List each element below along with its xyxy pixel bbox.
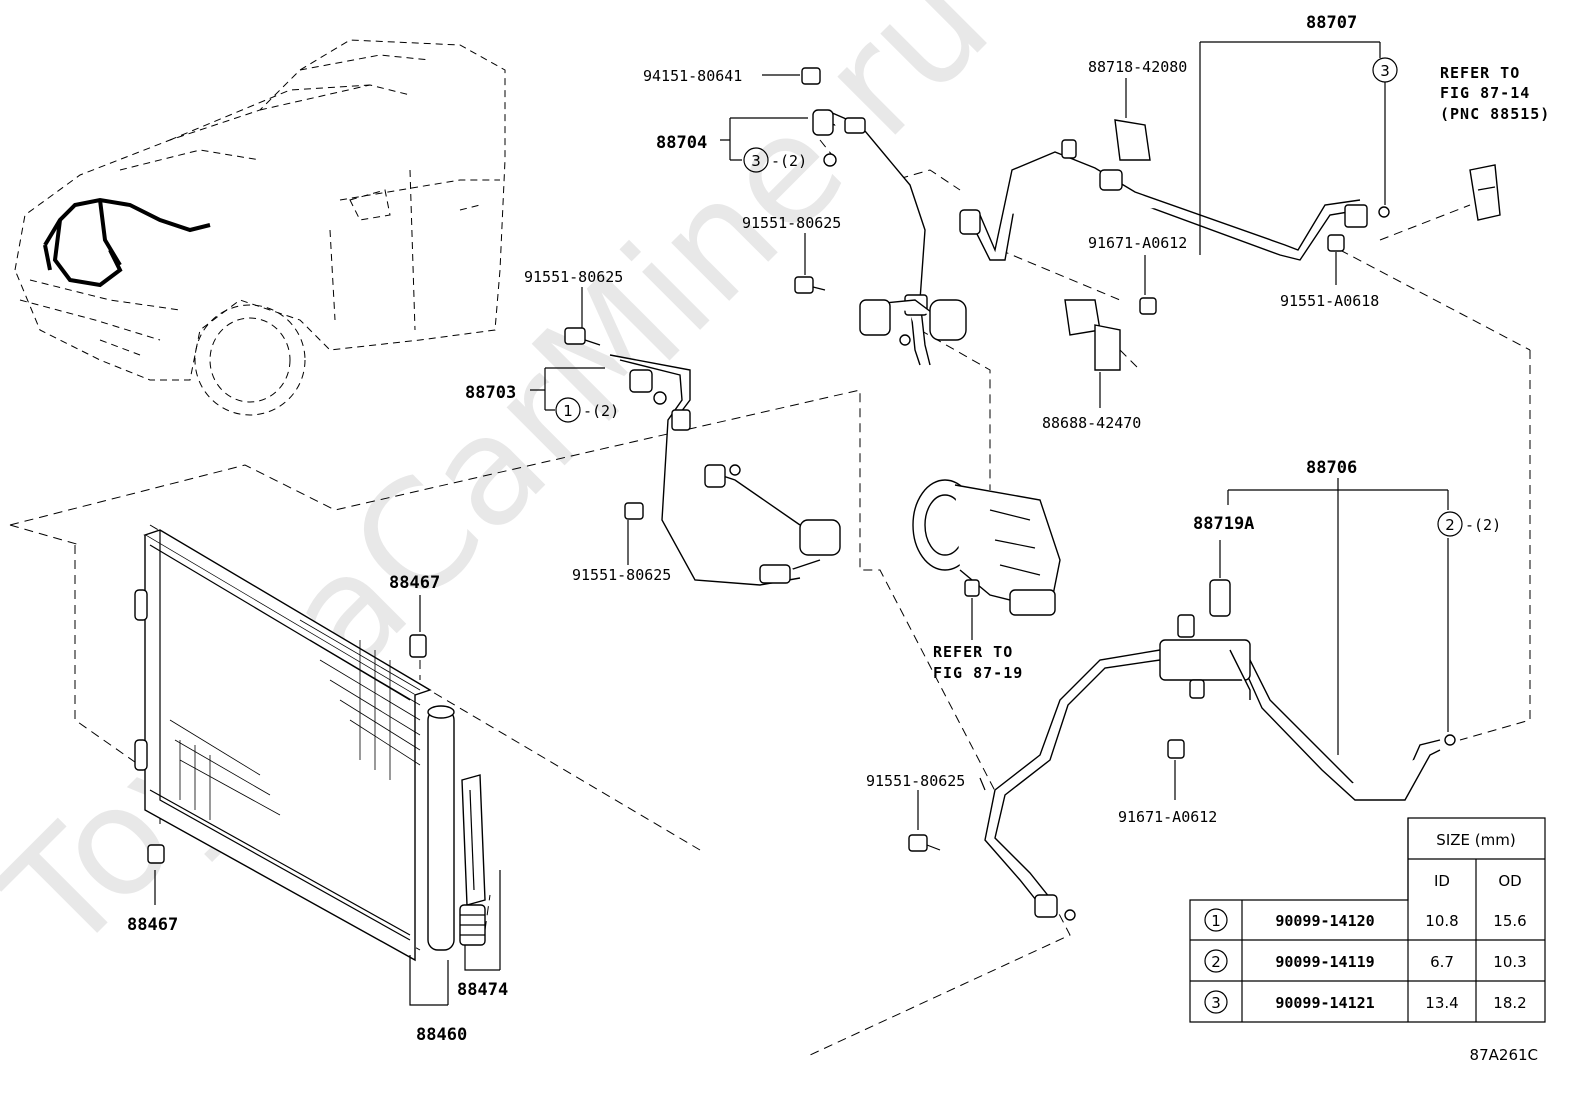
clamps — [1064, 119, 1151, 371]
label-94151-80641: 94151-80641 — [643, 67, 742, 85]
row1-part: 90099-14120 — [1275, 912, 1374, 930]
label-91551-a0618: 91551-A0618 — [1280, 292, 1379, 310]
refer-fig-87-19-line2: FIG 87-19 — [933, 664, 1023, 682]
circle-mark-3-88707 — [1372, 57, 1398, 83]
row2-part: 90099-14119 — [1275, 953, 1374, 971]
label-88718-42080: 88718-42080 — [1088, 58, 1187, 76]
label-88474: 88474 — [457, 980, 508, 1000]
circle-mark-3-88704 — [743, 147, 769, 173]
row1-mark: 1 — [1211, 912, 1221, 930]
c3-88704-num: 3 — [751, 152, 761, 170]
bolts — [564, 67, 1345, 852]
hose-88707 — [959, 139, 1390, 261]
label-91671-a0612-a: 91671-A0612 — [1088, 234, 1187, 252]
hose-88706 — [984, 579, 1456, 921]
label-88719a: 88719A — [1193, 514, 1254, 534]
label-91551-80625-b: 91551-80625 — [524, 268, 623, 286]
part-labels: 88707 88718-42080 REFER TO FIG 87-14 (PN… — [127, 13, 1550, 1045]
circle-mark-1-88703 — [555, 397, 581, 423]
label-88704: 88704 — [656, 133, 707, 153]
size-table-col-id: ID — [1434, 872, 1450, 890]
expansion-valve — [1469, 164, 1501, 221]
callout-circle-numbers: 3 1 3 2 — [563, 62, 1455, 534]
callout-circles — [555, 57, 1463, 537]
row2-od: 10.3 — [1493, 953, 1526, 971]
row3-id: 13.4 — [1425, 994, 1458, 1012]
row3-od: 18.2 — [1493, 994, 1526, 1012]
label-88467-top: 88467 — [389, 573, 440, 593]
row3-part: 90099-14121 — [1275, 994, 1374, 1012]
figure-code: 87A261C — [1470, 1046, 1538, 1064]
label-88688-42470: 88688-42470 — [1042, 414, 1141, 432]
row1-od: 15.6 — [1493, 912, 1526, 930]
ac-pipe-highlight — [43, 197, 211, 288]
row3-mark: 3 — [1211, 994, 1221, 1012]
label-88467-bottom: 88467 — [127, 915, 178, 935]
row2-mark: 2 — [1211, 953, 1221, 971]
label-88706-qty: -(2) — [1465, 516, 1501, 534]
c2-88706-num: 2 — [1445, 516, 1455, 534]
refer-fig-87-14-line1: REFER TO — [1440, 64, 1520, 82]
vehicle-illustration — [14, 39, 506, 416]
label-91551-80625-d: 91551-80625 — [866, 772, 965, 790]
label-88706: 88706 — [1306, 458, 1357, 478]
label-88460: 88460 — [416, 1025, 467, 1045]
label-91551-80625-c: 91551-80625 — [572, 566, 671, 584]
circle-mark-2-88706 — [1437, 511, 1463, 537]
table-row: 3 90099-14121 13.4 18.2 — [1211, 994, 1526, 1012]
row2-id: 6.7 — [1430, 953, 1454, 971]
compressor — [912, 479, 1061, 616]
refer-fig-87-19-line1: REFER TO — [933, 643, 1013, 661]
hose-88704 — [812, 109, 967, 366]
label-88707: 88707 — [1306, 13, 1357, 33]
size-table-header: SIZE (mm) — [1436, 831, 1515, 849]
refer-fig-87-14-line2: FIG 87-14 — [1440, 84, 1530, 102]
hose-88703 — [609, 354, 841, 586]
label-91551-80625-a: 91551-80625 — [742, 214, 841, 232]
label-88704-qty: -(2) — [771, 152, 807, 170]
condenser-88460 — [134, 529, 486, 962]
c1-88703-num: 1 — [563, 402, 573, 420]
c3-88707-num: 3 — [1380, 62, 1390, 80]
refer-fig-87-14-line3: (PNC 88515) — [1440, 105, 1550, 123]
row1-id: 10.8 — [1425, 912, 1458, 930]
table-row: 1 90099-14120 10.8 15.6 — [1211, 912, 1526, 930]
label-88703: 88703 — [465, 383, 516, 403]
table-row: 2 90099-14119 6.7 10.3 — [1211, 953, 1526, 971]
leader-lines — [154, 41, 1449, 1006]
size-table: SIZE (mm) ID OD 1 90099-14120 10.8 15.6 … — [1189, 817, 1546, 1023]
label-91671-a0612-b: 91671-A0612 — [1118, 808, 1217, 826]
size-table-col-od: OD — [1498, 872, 1521, 890]
label-88703-qty: -(2) — [583, 402, 619, 420]
